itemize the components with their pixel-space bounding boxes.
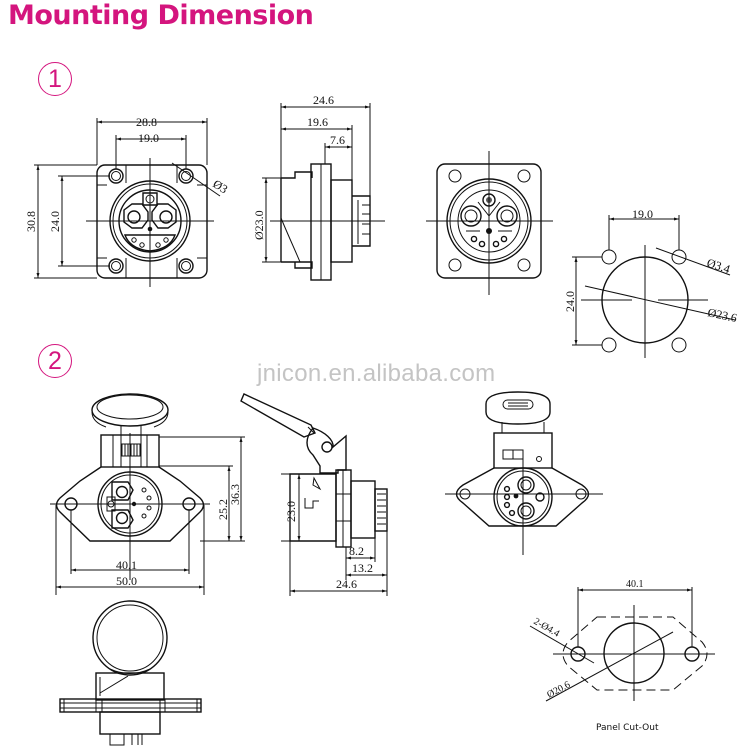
dim-s1-hole-spacing-y: 24.0 bbox=[48, 211, 62, 232]
dim-s1-body-dia: Ø23.0 bbox=[252, 210, 266, 240]
s1-rear-view bbox=[426, 151, 553, 295]
dim-s1-cutout-hole-dia: Ø3.4 bbox=[705, 256, 732, 277]
dim-s1-flange-rear: 7.6 bbox=[330, 133, 345, 147]
dim-s2-cutout-hole-dia: 2-Ø4.4 bbox=[532, 616, 562, 640]
dim-s1-width: 28.8 bbox=[136, 115, 157, 129]
dim-s1-overall-depth: 24.6 bbox=[313, 93, 334, 107]
dim-s1-hole-spacing-x: 19.0 bbox=[138, 131, 159, 145]
dim-s2-hole-spacing: 40.1 bbox=[116, 558, 137, 572]
section-number-2: 2 bbox=[38, 344, 72, 378]
s2-side-view bbox=[240, 393, 388, 596]
dim-s2-width: 50.0 bbox=[116, 574, 137, 588]
panel-cutout-caption: Panel Cut-Out bbox=[596, 723, 659, 733]
dim-s2-body-dia: 23.0 bbox=[284, 501, 298, 522]
dim-s2-rear-2: 13.2 bbox=[352, 561, 373, 575]
dim-s1-hole-dia: Ø3 bbox=[210, 177, 230, 197]
s1-panel-cutout bbox=[572, 215, 736, 358]
dim-s2-rear-1: 8.2 bbox=[349, 544, 364, 558]
s1-front-view bbox=[34, 118, 221, 287]
section-number-1: 1 bbox=[38, 62, 72, 96]
page-title: Mounting Dimension bbox=[8, 0, 314, 31]
s2-rear-view bbox=[445, 391, 603, 555]
dim-s2-overall-height: 36.3 bbox=[228, 484, 242, 505]
dim-s2-height-hinge: 25.2 bbox=[216, 499, 230, 520]
watermark: jnicon.en.alibaba.com bbox=[257, 360, 496, 387]
dim-s1-body-depth: 19.6 bbox=[307, 115, 328, 129]
dim-s1-cutout-hole-spacing-y: 24.0 bbox=[563, 291, 577, 312]
dim-s1-cutout-dia: Ø23.6 bbox=[706, 305, 738, 325]
s2-bottom-view bbox=[59, 600, 202, 746]
s2-panel-cutout bbox=[529, 587, 715, 702]
dim-s1-height: 30.8 bbox=[24, 211, 38, 232]
s2-front-view bbox=[50, 393, 245, 595]
dim-s2-cutout-dia: Ø20.6 bbox=[545, 679, 572, 700]
dim-s2-cutout-hole-spacing: 40.1 bbox=[626, 579, 644, 590]
dim-s1-cutout-hole-spacing-x: 19.0 bbox=[632, 207, 653, 221]
dim-s2-overall-depth: 24.6 bbox=[336, 577, 357, 591]
s1-side-view bbox=[262, 103, 385, 281]
